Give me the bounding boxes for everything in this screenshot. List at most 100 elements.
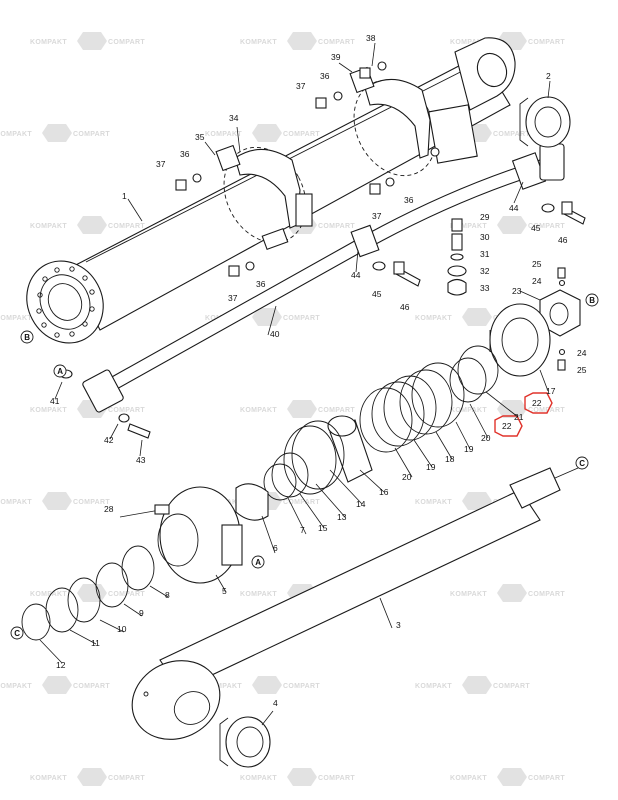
label-part-28: 28 [104,504,114,514]
svg-text:A: A [255,558,261,567]
label-part-40: 40 [270,329,280,339]
watermark-text-left: KOMPAKT [0,315,32,322]
watermark-logo [42,676,72,694]
watermark-tile: KOMPAKT COMPART [0,676,110,694]
head-seals [21,545,155,641]
label-part-24a: 24 [532,276,542,286]
rod-head [119,486,243,584]
grease-fittings [447,218,467,296]
bolts-and-washers [59,61,586,439]
watermark-text-left: KOMPAKT [415,499,452,506]
label-part-21: 21 [514,412,524,422]
watermark-tile: KOMPAKT COMPART [240,400,355,418]
label-part-2: 2 [546,71,551,81]
watermark-logo [462,492,492,510]
watermark-text-left: KOMPAKT [450,407,487,414]
label-part-12: 12 [56,660,66,670]
marker-a-right: A [251,555,265,569]
bushing-2 [519,96,571,148]
watermark-text-right: COMPART [108,407,145,414]
label-part-45a: 45 [372,289,382,299]
watermark-text-right: COMPART [283,315,320,322]
label-part-43: 43 [136,455,146,465]
label-part-37a: 37 [296,81,306,91]
label-part-20b: 20 [481,433,491,443]
label-part-9: 9 [139,608,144,618]
label-part-24b: 24 [577,348,587,358]
label-part-6: 6 [273,543,278,553]
label-part-44b: 44 [509,203,519,213]
watermark-text-right: COMPART [528,407,565,414]
watermark-logo [77,768,107,786]
label-part-5: 5 [222,586,227,596]
watermark-logo [462,676,492,694]
label-part-8: 8 [165,590,170,600]
watermark-tile: KOMPAKT COMPART [450,400,565,418]
bushing-4 [219,716,271,768]
label-part-18: 18 [445,454,455,464]
flange-bolt-holes [36,266,95,338]
watermark-text-right: COMPART [283,683,320,690]
hydraulic-pipe [82,143,565,413]
label-part-32: 32 [480,266,490,276]
watermark-text-right: COMPART [528,775,565,782]
watermark-text-left: KOMPAKT [450,223,487,230]
watermark-text-left: KOMPAKT [205,683,242,690]
label-part-45b: 45 [531,223,541,233]
label-part-36c: 36 [404,195,414,205]
watermark-text-left: KOMPAKT [240,39,277,46]
watermark-text-left: KOMPAKT [415,683,452,690]
cushion-spacer [327,415,373,483]
watermark-text-left: KOMPAKT [0,683,32,690]
watermark-logo [287,768,317,786]
pipe-clamp-front [215,144,313,251]
label-part-13: 13 [337,512,347,522]
label-part-7: 7 [300,525,305,535]
marker-b-left: B [20,330,34,344]
label-part-35: 35 [195,132,205,142]
watermark-logo [77,216,107,234]
svg-text:C: C [14,629,20,638]
watermark-text-right: COMPART [528,39,565,46]
watermark-text-right: COMPART [108,223,145,230]
label-part-37c: 37 [372,211,382,221]
watermark-logo [287,32,317,50]
watermark-text-left: KOMPAKT [240,407,277,414]
label-part-15: 15 [318,523,328,533]
label-part-33: 33 [480,283,490,293]
watermark-text-left: KOMPAKT [0,131,32,138]
label-part-10: 10 [117,624,127,634]
watermark-tile: KOMPAKT COMPART [205,676,320,694]
label-part-22b: 22 [502,421,512,431]
label-part-34: 34 [229,113,239,123]
label-part-1: 1 [122,191,127,201]
watermark-text-right: COMPART [318,775,355,782]
label-part-42: 42 [104,435,114,445]
watermark-logo [497,216,527,234]
label-part-41: 41 [50,396,60,406]
watermark-logo [497,400,527,418]
label-part-19b: 19 [464,444,474,454]
watermark-text-right: COMPART [318,407,355,414]
leader-lines [39,42,551,726]
marker-c-top: C [575,456,589,470]
label-part-3: 3 [396,620,401,630]
watermark-layer: KOMPAKT COMPART KOMPAKT COMPART KOMPAKT COMPA… [0,32,565,786]
watermark-text-right: COMPART [73,683,110,690]
label-part-37b: 37 [156,159,166,169]
marker-b-right: B [585,293,599,307]
rod-seals [235,420,345,521]
label-part-37d: 37 [228,293,238,303]
svg-text:C: C [579,459,585,468]
label-part-31: 31 [480,249,490,259]
label-part-11: 11 [91,638,100,648]
